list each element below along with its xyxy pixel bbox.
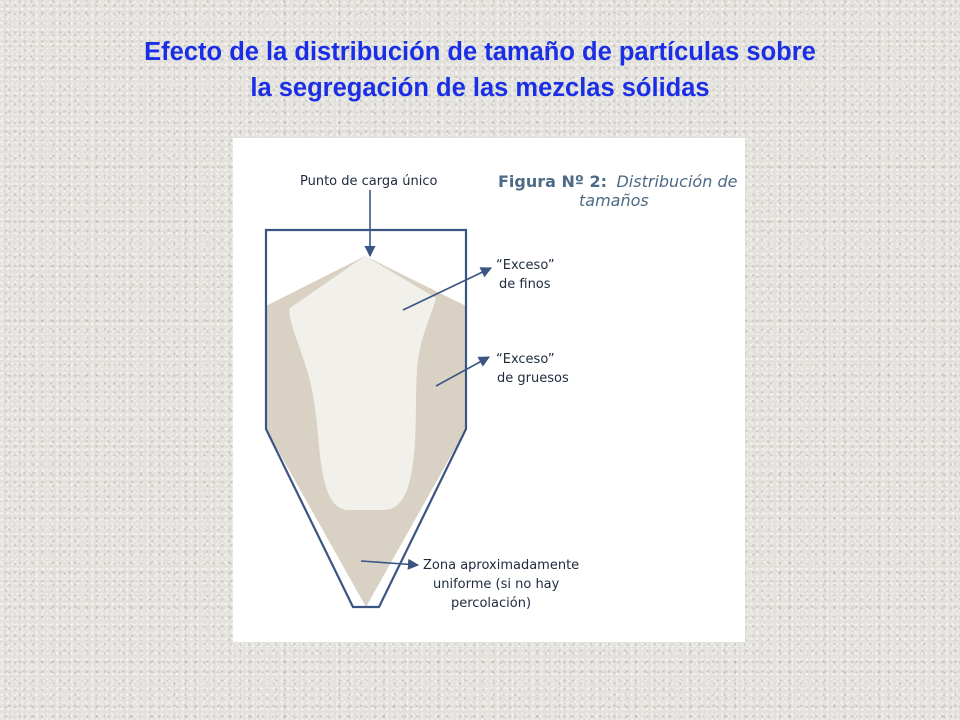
figure-caption-line-2: tamaños — [579, 191, 649, 210]
coarse-label-line-2: de gruesos — [497, 371, 569, 386]
silo-outline — [264, 228, 468, 609]
fines-label-line-1: “Exceso” — [496, 258, 555, 273]
coarse-label-line-1: “Exceso” — [496, 352, 555, 367]
figure-panel: Punto de carga único “Exceso” de finos “… — [233, 138, 745, 642]
slide-title: Efecto de la distribución de tamaño de p… — [0, 34, 960, 106]
uniform-label-line-3: percolación) — [451, 596, 531, 611]
fines-label-line-2: de finos — [499, 277, 551, 292]
figure-caption-number: Figura Nº 2: — [498, 172, 607, 191]
coarse-arrow — [435, 356, 490, 387]
fines-region — [289, 256, 436, 510]
feed-point-label: Punto de carga único — [300, 174, 437, 189]
silo-diagram: Punto de carga único “Exceso” de finos “… — [264, 172, 738, 611]
uniform-label-line-2: uniforme (si no hay — [433, 577, 560, 592]
slide-title-line-2: la segregación de las mezclas sólidas — [250, 74, 710, 102]
fines-arrow — [402, 267, 493, 311]
figure-caption-line-1: Figura Nº 2: Distribución de — [498, 172, 738, 191]
uniform-arrow — [360, 558, 420, 570]
slide-title-line-1: Efecto de la distribución de tamaño de p… — [144, 38, 816, 66]
figure-caption-text: Distribución de — [616, 172, 737, 191]
uniform-label-line-1: Zona aproximadamente — [423, 558, 579, 573]
